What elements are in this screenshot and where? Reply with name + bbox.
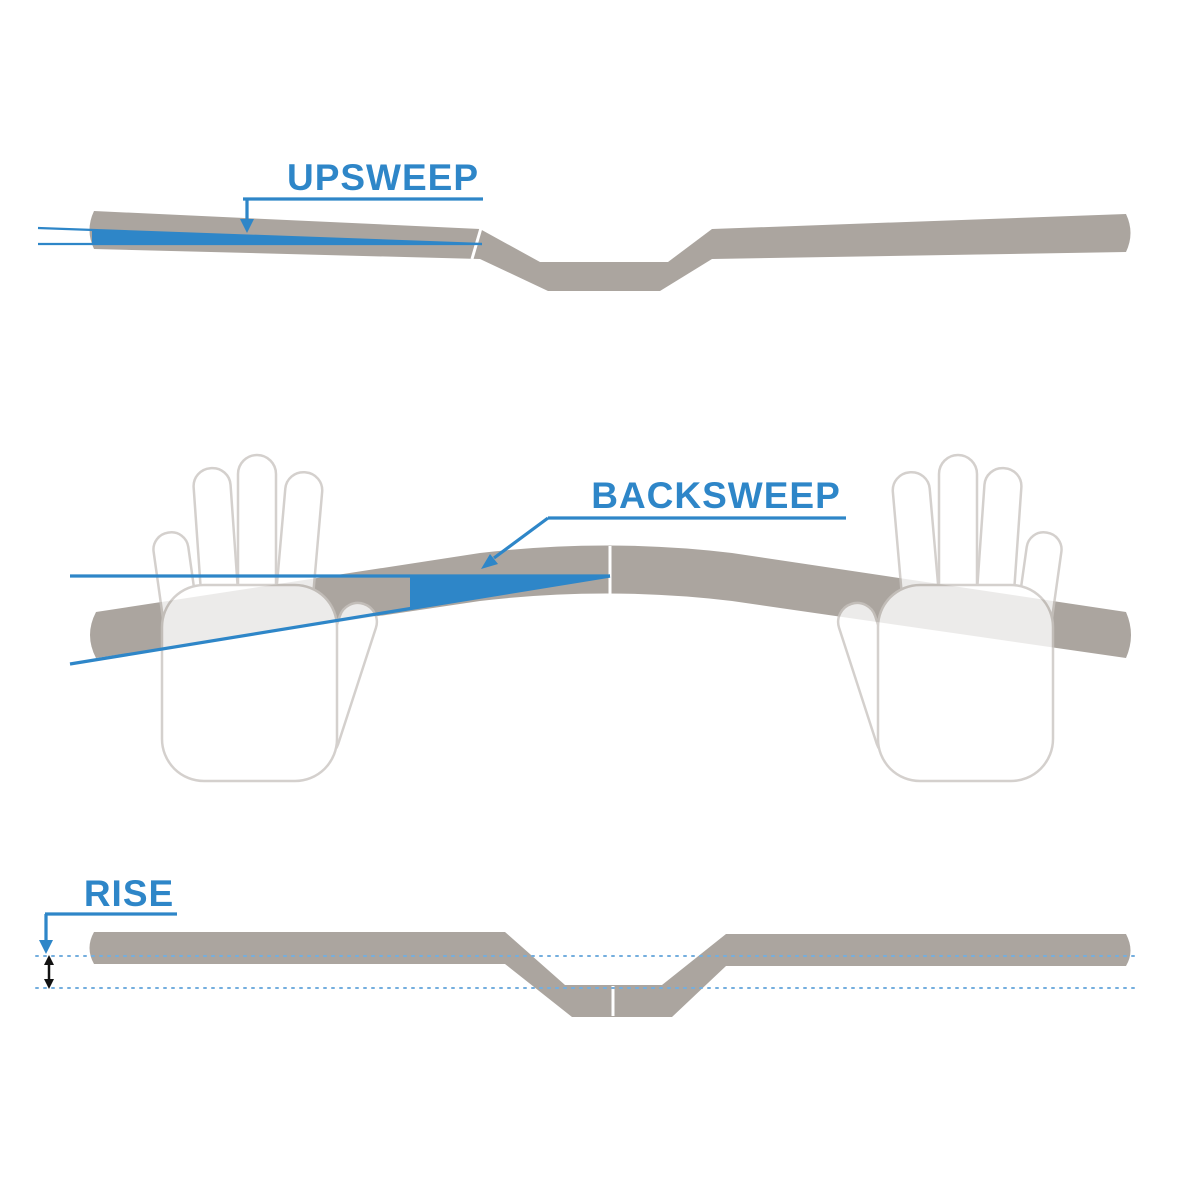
rise-label: RISE [84,873,174,914]
backsweep-leader-line [493,516,549,560]
backsweep-arrowhead-icon [481,554,498,569]
upsweep-label: UPSWEEP [287,157,479,198]
handlebar-rise-view [89,932,1131,1017]
rise-measure-arrowhead-down-icon [44,979,54,989]
backsweep-label: BACKSWEEP [591,475,841,516]
upsweep-angle-wedge [92,230,482,244]
right-hand [831,453,1065,783]
handlebar-front-view [89,211,1131,291]
rise-measure-arrowhead-up-icon [44,955,54,965]
handlebar-top-view [90,545,1131,658]
upsweep-centerline [37,226,483,246]
backsweep-angle-wedge [410,577,608,609]
upsweep-section: UPSWEEP [37,157,1131,291]
backsweep-section: BACKSWEEP [69,453,1131,783]
upsweep-arrowhead-icon [240,219,254,233]
rise-arrowhead-icon [39,940,53,954]
rise-section: RISE [35,873,1139,1017]
